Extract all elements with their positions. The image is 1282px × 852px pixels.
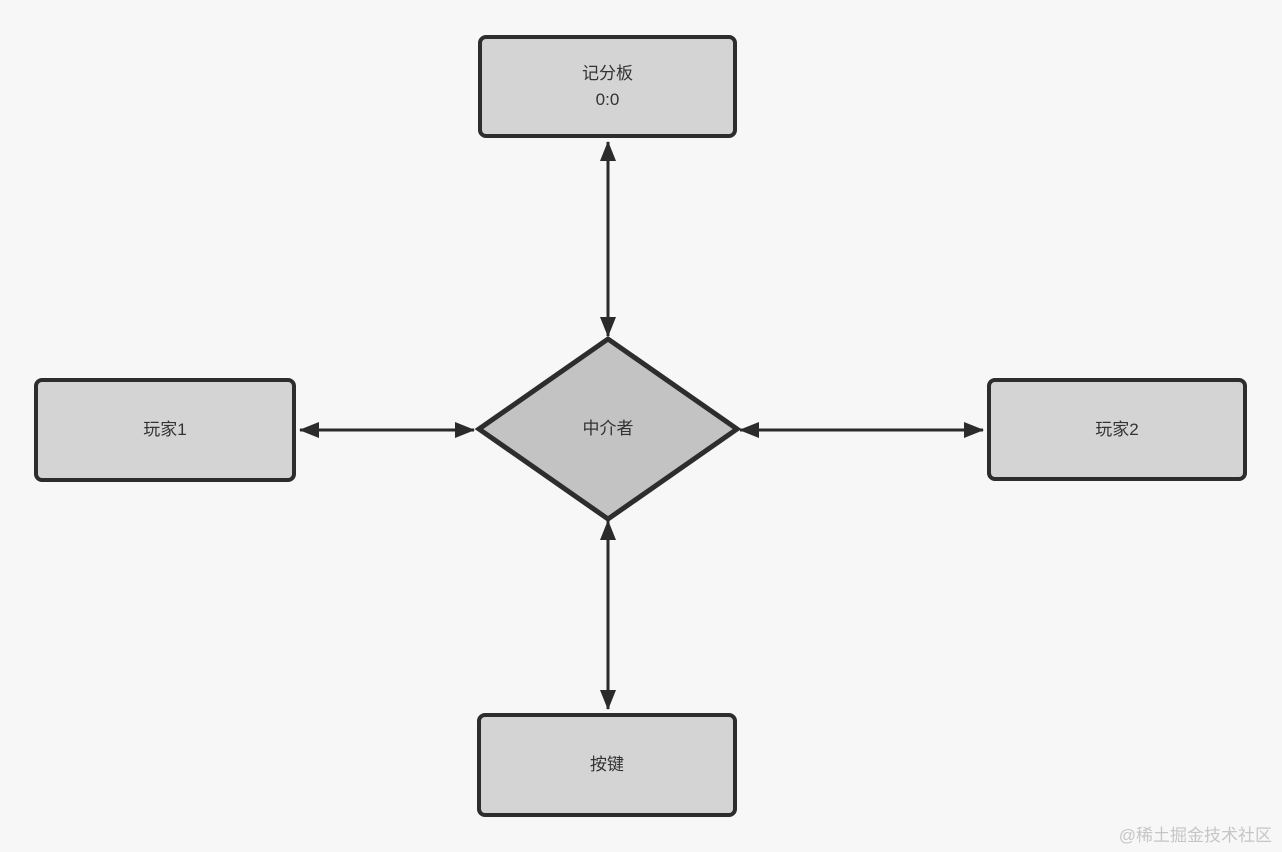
node-player1: 玩家1: [34, 378, 296, 482]
node-scoreboard-label: 记分板: [582, 63, 633, 83]
mediator-diamond-shape: [474, 335, 742, 523]
node-player1-label: 玩家1: [143, 420, 187, 439]
node-button: 按键: [477, 713, 737, 817]
watermark: @稀土掘金技术社区: [1118, 826, 1272, 845]
node-mediator-label: 中介者: [582, 419, 634, 438]
node-button-label: 按键: [590, 755, 624, 774]
node-player2-label: 玩家2: [1095, 419, 1139, 439]
node-player2: 玩家2: [987, 378, 1247, 481]
node-scoreboard-score: 0:0: [595, 89, 620, 109]
node-scoreboard: 记分板 0:0: [478, 35, 737, 138]
